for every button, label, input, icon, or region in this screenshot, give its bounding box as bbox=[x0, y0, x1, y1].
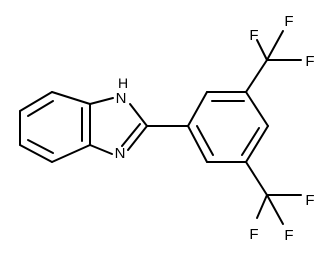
bond-benzene-5 bbox=[19, 144, 53, 163]
atom-label-fluorine-bottom-2: F bbox=[249, 226, 258, 243]
atom-label-imine-nitrogen: N bbox=[115, 145, 126, 162]
atom-label-fluorine-top-3: F bbox=[305, 53, 314, 70]
bond-c2-n3-double bbox=[121, 123, 141, 147]
bond-phenyl-double-2 bbox=[241, 127, 260, 156]
atom-label-fluorine-bottom-3: F bbox=[284, 227, 293, 244]
phenyl-ring bbox=[187, 91, 269, 163]
bond-phenyl-6 bbox=[187, 125, 208, 163]
atom-label-nh-nitrogen: N bbox=[116, 90, 127, 107]
fused-benzene-ring bbox=[19, 91, 91, 163]
bond-phenyl-4 bbox=[245, 125, 269, 163]
bond-c2-n3 bbox=[127, 125, 148, 151]
trifluoromethyl-bottom bbox=[245, 161, 302, 225]
atom-label-fluorine-bottom-1: F bbox=[305, 192, 314, 209]
bond-cf3-bottom-f2 bbox=[256, 194, 268, 219]
bond-cf3-bottom-f3 bbox=[266, 194, 284, 225]
bond-benzene-2 bbox=[51, 91, 91, 105]
bond-n3-c7a bbox=[89, 144, 113, 155]
atom-label-fluorine-top-2: F bbox=[284, 13, 293, 30]
bond-benzene-double-3 bbox=[27, 139, 54, 154]
bond-n1-c2 bbox=[129, 103, 148, 127]
bond-cf3-top-f2 bbox=[266, 30, 284, 61]
bond-cf3-bottom-attach bbox=[245, 161, 268, 196]
bond-benzene-1 bbox=[19, 91, 53, 112]
trifluoromethyl-top bbox=[245, 30, 302, 93]
bond-phenyl-3 bbox=[245, 91, 269, 127]
imidazole-ring bbox=[89, 97, 148, 155]
atom-label-nh-hydrogen: H bbox=[118, 75, 128, 91]
atom-label-fluorine-top-1: F bbox=[249, 27, 258, 44]
bond-cf3-top-f1 bbox=[256, 39, 268, 61]
bond-benzene-4 bbox=[51, 144, 91, 163]
bond-cf3-top-attach bbox=[245, 59, 268, 93]
bond-phenyl-double-3 bbox=[196, 125, 214, 156]
bond-phenyl-1 bbox=[187, 91, 208, 127]
bond-benzene-double-1 bbox=[27, 100, 54, 117]
bond-c3a-n1 bbox=[89, 97, 114, 105]
